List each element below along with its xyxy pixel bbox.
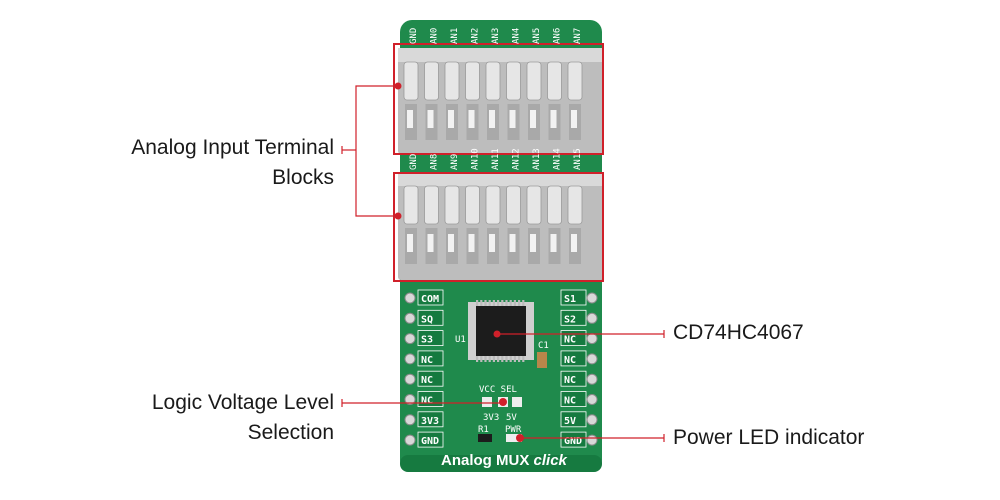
terminal-label: AN12 (512, 148, 522, 170)
pin-hole (586, 414, 598, 426)
terminal-lever (465, 61, 480, 101)
pin-label: 3V3 (421, 416, 439, 427)
pin-label: 5V (564, 416, 576, 427)
c1-label: C1 (538, 341, 549, 351)
pin-label: NC (564, 396, 576, 407)
pwr-label: PWR (505, 425, 522, 435)
terminal-label: AN6 (553, 28, 563, 44)
vcc-sel-label: VCC SEL (479, 385, 517, 395)
terminal-lever (567, 61, 583, 101)
analog-input-callout: Analog Input Terminal Blocks (60, 133, 334, 193)
terminal-lever (403, 185, 419, 225)
terminal-lever (465, 185, 480, 225)
pin-hole (404, 394, 416, 405)
pin-hole (404, 312, 416, 324)
chip-callout: CD74HC4067 (673, 321, 804, 344)
terminal-lever (547, 185, 562, 225)
terminal-highlight-top (393, 43, 604, 155)
terminal-lever (403, 61, 419, 101)
pin-label: GND (564, 436, 582, 447)
callout-lines (341, 85, 665, 442)
pin-label: NC (421, 396, 433, 407)
pin-label: S3 (421, 335, 433, 346)
pin-hole (404, 373, 416, 385)
terminal-label: GND (409, 28, 419, 44)
logic-voltage-callout: Logic Voltage Level Selection (60, 388, 334, 448)
pin-label: NC (421, 355, 433, 366)
terminal-lever (444, 185, 460, 225)
vcc-sel-marker (499, 398, 507, 406)
pin-label: NC (564, 375, 576, 386)
terminal-label: AN11 (491, 148, 501, 170)
pin-hole (586, 353, 598, 365)
terminal-lever (547, 61, 562, 101)
pin-hole (404, 434, 416, 446)
power-led-callout: Power LED indicator (673, 426, 865, 449)
logic-voltage-callout-line2: Selection (247, 421, 334, 444)
terminal-label: AN8 (430, 154, 440, 170)
v33-label: 3V3 (483, 413, 499, 423)
pin-label: NC (421, 375, 433, 386)
pin-hole (404, 414, 416, 426)
logic-voltage-callout-line1: Logic Voltage Level (151, 391, 334, 414)
terminal-label: AN15 (573, 148, 583, 170)
terminal-lever (485, 61, 501, 101)
terminal-label: GND (409, 154, 419, 170)
r1-label: R1 (478, 425, 489, 435)
pin-label: COM (421, 294, 439, 305)
pin-label: SQ (421, 314, 433, 325)
terminal-lever (485, 185, 501, 225)
pin-label: GND (421, 436, 439, 447)
terminal-lever (506, 61, 521, 101)
terminal-lever (567, 185, 583, 225)
cd74hc4067-chip (468, 300, 534, 362)
terminal-label: AN3 (491, 28, 501, 44)
terminal-lever (526, 61, 542, 101)
terminal-lever (424, 185, 439, 225)
pin-hole (586, 333, 598, 345)
terminal-highlight-bottom (393, 172, 604, 282)
analog-input-callout-line1: Analog Input Terminal (131, 136, 334, 159)
pin-label: NC (564, 355, 576, 366)
terminal-label: AN14 (553, 148, 563, 170)
terminal-label: AN0 (430, 28, 440, 44)
pin-hole (404, 292, 416, 304)
pin-hole (404, 353, 416, 365)
analog-input-callout-line2: Blocks (272, 166, 334, 189)
terminal-label: AN13 (532, 148, 542, 170)
terminal-label: AN9 (450, 154, 460, 170)
pin-hole (586, 312, 598, 324)
pin-hole (586, 434, 598, 446)
pin-label: S2 (564, 314, 576, 325)
terminal-label: AN4 (512, 28, 522, 44)
pin-hole (586, 292, 598, 304)
pin-hole (586, 373, 598, 385)
terminal-lever (424, 61, 439, 101)
pin-hole (404, 333, 416, 345)
terminal-lever (444, 61, 460, 101)
terminal-label: AN7 (573, 28, 583, 44)
pin-label: NC (564, 335, 576, 346)
pin-hole (586, 394, 598, 405)
terminal-label: AN2 (471, 28, 481, 44)
terminal-lever (506, 185, 521, 225)
terminal-label: AN10 (471, 148, 481, 170)
pin-label: S1 (564, 294, 576, 305)
v5-label: 5V (506, 413, 517, 423)
terminal-label: AN5 (532, 28, 542, 44)
terminal-label: AN1 (450, 28, 460, 44)
board-name-label: Analog MUX click (441, 452, 568, 469)
u1-label: U1 (455, 335, 466, 345)
terminal-lever (526, 185, 542, 225)
terminal-block-bottom (398, 172, 604, 280)
terminal-block-top (398, 48, 604, 154)
